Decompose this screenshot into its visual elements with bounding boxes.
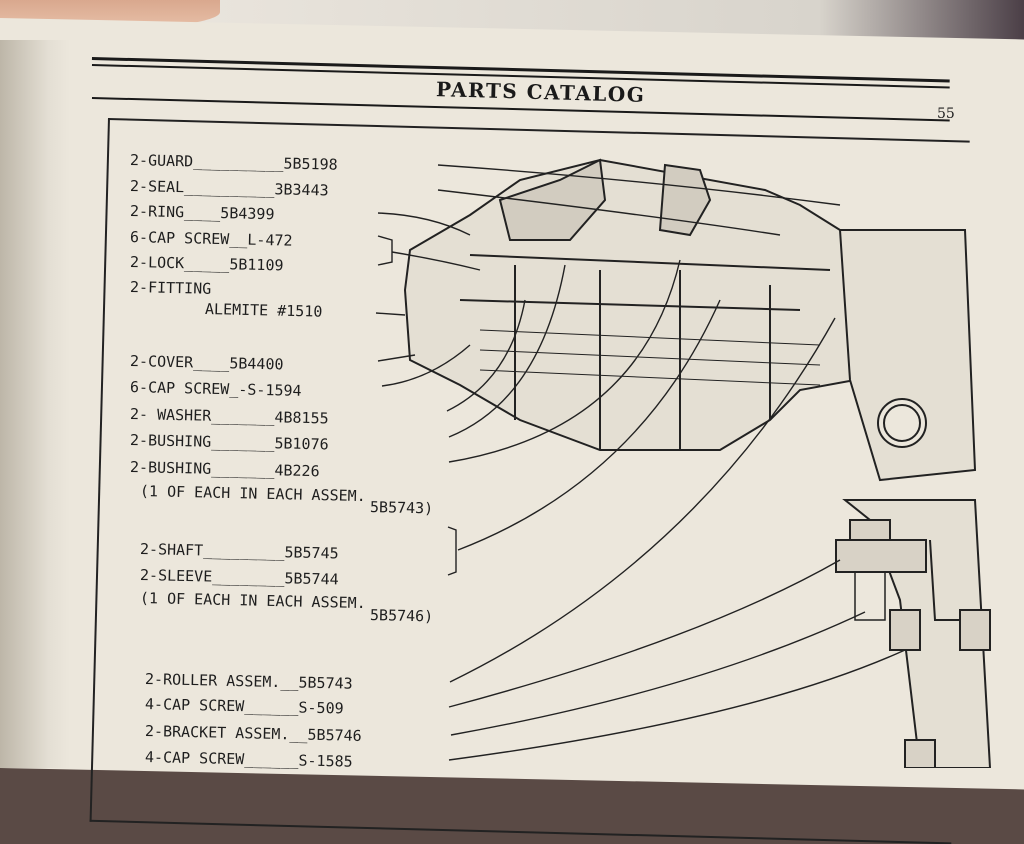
book-spine	[0, 40, 70, 768]
label-fitting: 2-FITTING	[129, 278, 212, 298]
label-alemite: ALEMITE #1510	[204, 300, 323, 321]
label-cap-screw-l472: 6-CAP SCREW__L-472	[129, 228, 293, 250]
label-note-2b: 5B5746)	[369, 606, 434, 626]
label-cover: 2-COVER____5B4400	[129, 352, 284, 374]
label-lock: 2-LOCK_____5B1109	[129, 253, 284, 275]
label-cap-screw-s1594: 6-CAP SCREW_-S-1594	[129, 378, 302, 400]
page-number: 55	[937, 106, 955, 122]
parts-drawing	[375, 158, 992, 768]
label-note-1b: 5B5743)	[369, 498, 434, 518]
label-ring: 2-RING____5B4399	[129, 202, 275, 224]
